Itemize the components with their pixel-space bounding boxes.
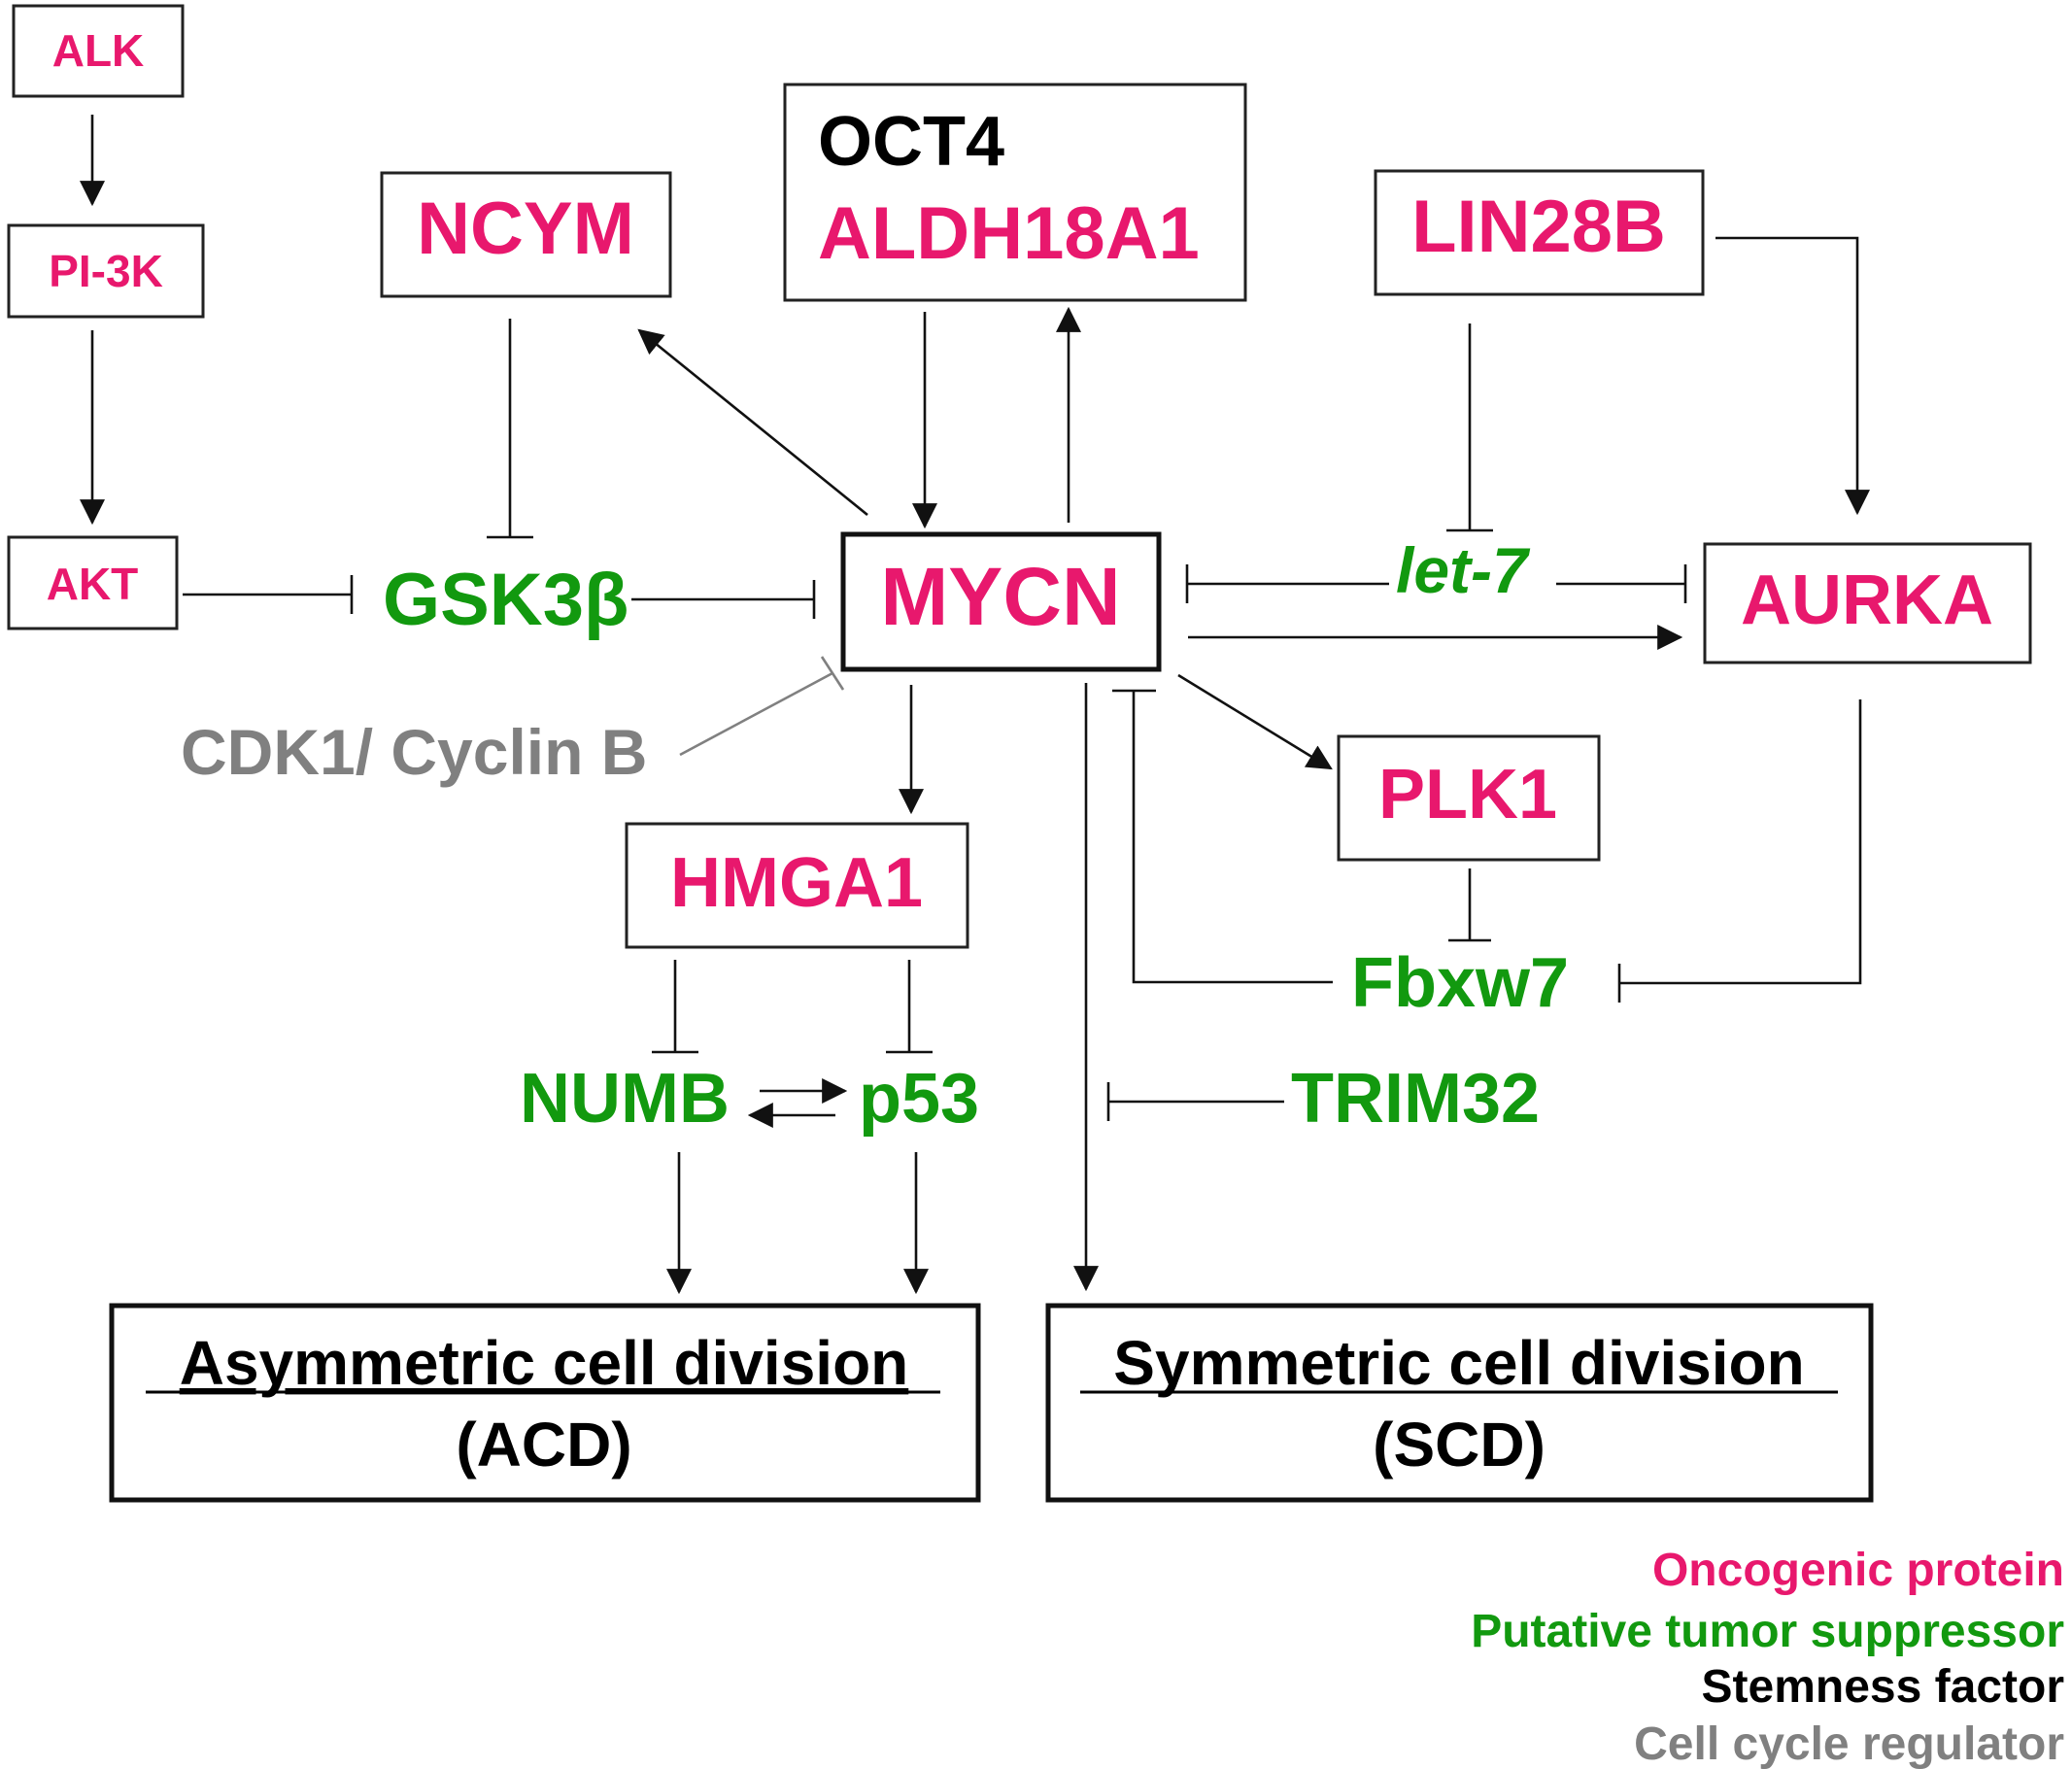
edge-cdk1-inhibits-mycn-bar [820,656,845,691]
node-mycn-label: MYCN [880,551,1120,642]
edge-cdk1-inhibits-mycn [679,671,833,757]
outcome-acd-abbr: (ACD) [456,1410,631,1480]
edge-mycn-to-ncym [637,328,868,517]
node-gsk3b-label: GSK3β [383,559,628,641]
node-p53-label: p53 [859,1060,979,1138]
node-aurka: AURKA [1703,542,2032,664]
legend-putative-tumor-suppressor: Putative tumor suppressor [1471,1606,2064,1657]
node-pi3k: PI-3K [7,223,205,319]
node-alk-label: ALK [52,25,145,76]
node-oct4-aldh18a1: OCT4 ALDH18A1 [783,83,1247,302]
legend-cell-cycle-regulator: Cell cycle regulator [1634,1718,2064,1769]
outcome-scd-title: Symmetric cell division [1113,1328,1804,1398]
legend-oncogenic-protein: Oncogenic protein [1652,1545,2064,1596]
node-pi3k-label: PI-3K [49,246,163,296]
node-cdk1-cyclinb-label: CDK1/ Cyclin B [181,716,647,788]
node-plk1-label: PLK1 [1378,756,1557,833]
edge-aurka-inhibits-fbxw7 [1619,699,1862,985]
node-numb-label: NUMB [520,1060,730,1138]
node-hmga1-label: HMGA1 [670,844,923,922]
node-plk1: PLK1 [1337,734,1601,862]
node-mycn: MYCN [840,531,1162,672]
edge-lin28b-to-aurka [1715,236,1870,516]
outcome-acd: Asymmetric cell division (ACD) [109,1303,981,1503]
node-hmga1: HMGA1 [625,822,969,949]
node-lin28b: LIN28B [1374,169,1705,296]
edge-mycn-to-plk1 [1177,673,1333,770]
edges-activation [80,115,1870,1295]
edge-fbxw7-inhibits-mycn [1132,691,1333,984]
outcome-scd: Symmetric cell division (SCD) [1045,1303,1874,1503]
legend-stemness-factor: Stemness factor [1702,1661,2064,1713]
node-aurka-label: AURKA [1741,561,1993,639]
node-aldh18a1-label: ALDH18A1 [818,192,1200,275]
node-alk: ALK [12,4,185,98]
edges-inhibition [183,319,1862,1121]
node-akt-label: AKT [47,559,139,609]
node-ncym: NCYM [380,171,672,298]
node-fbxw7-label: Fbxw7 [1351,944,1569,1022]
outcome-acd-title: Asymmetric cell division [180,1328,909,1398]
node-lin28b-label: LIN28B [1411,186,1666,268]
node-let7-label: let-7 [1396,534,1531,606]
node-trim32-label: TRIM32 [1291,1060,1540,1138]
node-akt: AKT [7,535,179,630]
node-oct4-label: OCT4 [818,103,1004,181]
outcome-scd-abbr: (SCD) [1373,1410,1546,1480]
node-ncym-label: NCYM [417,187,634,270]
legend: Oncogenic protein Putative tumor suppres… [1471,1545,2064,1769]
